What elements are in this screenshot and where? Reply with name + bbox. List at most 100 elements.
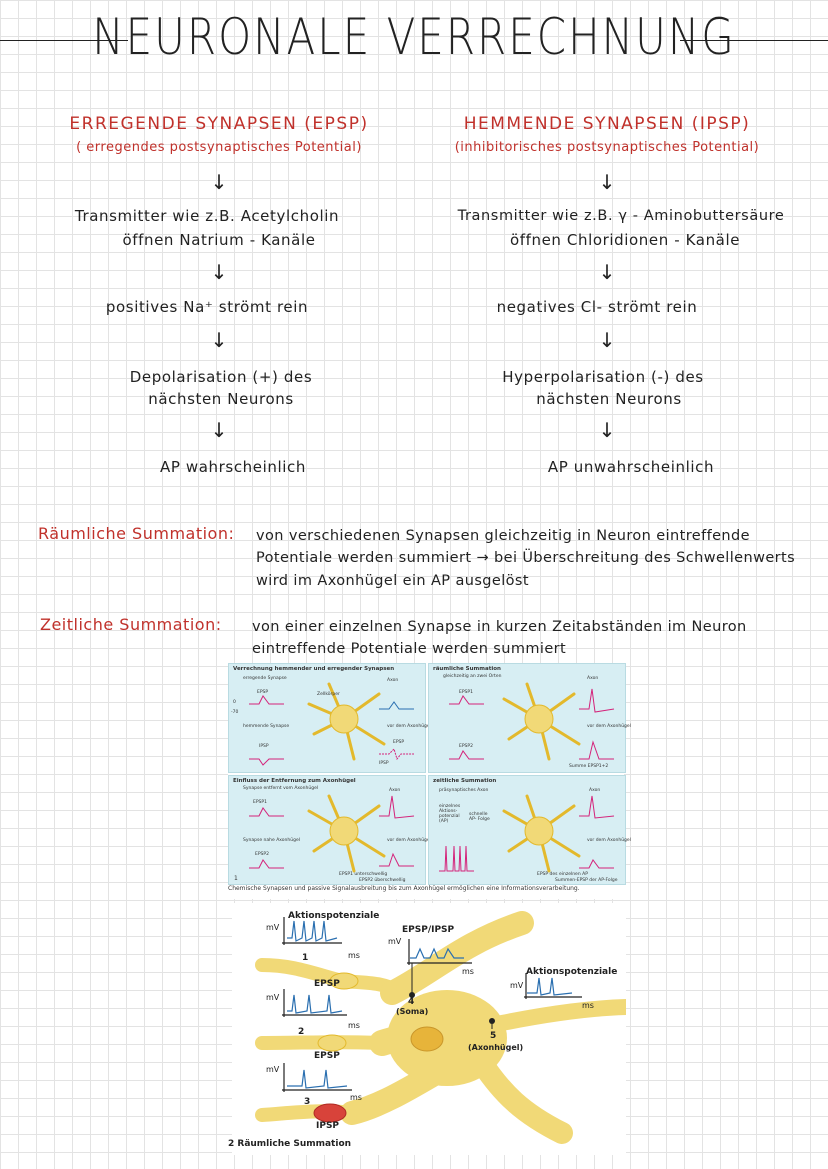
axis-tick: -70	[231, 710, 239, 715]
panel-label: EPSP1	[253, 800, 267, 805]
panel-label: Axon	[389, 788, 401, 793]
temporal-summation-line: von einer einzelnen Synapse in kurzen Ze…	[252, 619, 747, 635]
panel-title: Verrechnung hemmender und erregender Syn…	[233, 666, 395, 672]
panel-label: EPSP2	[459, 744, 473, 749]
panel-label: präsynaptisches Axon	[439, 788, 489, 793]
label-ipsp: IPSP	[316, 1121, 340, 1131]
figure-caption: Chemische Synapsen und passive Signalaus…	[228, 885, 580, 892]
panel-label: vor dem Axonhügel	[387, 724, 431, 729]
panel-label: vor dem Axonhügel	[587, 724, 631, 729]
panel-inhibitory-excitatory: Verrechnung hemmender und erregender Syn…	[228, 663, 431, 773]
epsp-step-depolarisation: Depolarisation (+) des	[129, 368, 313, 386]
axis-ms: ms	[348, 1021, 360, 1030]
label-ap-right: Aktionspotenziale	[526, 967, 618, 977]
label-axonhuegel: (Axonhügel)	[468, 1043, 524, 1052]
panel-label: EPSP1	[459, 690, 473, 695]
epsp-step-next-neuron: nächsten Neurons	[148, 390, 294, 408]
arrow-down-icon: ↓	[210, 328, 228, 352]
arrow-down-icon: ↓	[598, 170, 616, 194]
epsp-step-ion: positives Na⁺ strömt rein	[105, 298, 309, 316]
arrow-down-icon: ↓	[598, 260, 616, 284]
ipsp-step-channels: öffnen Chloridionen - Kanäle	[509, 231, 741, 249]
panel-label: schnelle AP- Folge	[469, 812, 490, 822]
panel-label: Synapse nahe Axonhügel	[243, 838, 300, 843]
marker-2: 2	[298, 1027, 305, 1037]
page-title: NEURONALE VERRECHNUNG	[92, 8, 736, 66]
arrow-down-icon: ↓	[598, 418, 616, 442]
panel-label: EPSP1 unterschwellig	[339, 872, 388, 877]
spatial-summation-line: wird im Axonhügel ein AP ausgelöst	[256, 573, 529, 589]
epsp-step-channels: öffnen Natrium - Kanäle	[122, 231, 316, 249]
panel-label: Summe EPSP1+2	[569, 764, 609, 769]
temporal-summation-line: eintreffende Potentiale werden summiert	[252, 641, 567, 657]
panel-label: erregende Synapse	[243, 676, 287, 681]
figure-spatial-summation: Aktionspotenziale EPSP/IPSP Aktionspoten…	[228, 903, 626, 1155]
axis-tick: 0	[233, 700, 236, 705]
panel-label: EPSP des einzelnen AP	[537, 872, 588, 877]
ipsp-heading: HEMMENDE SYNAPSEN (IPSP)	[463, 114, 751, 134]
arrow-down-icon: ↓	[210, 418, 228, 442]
title-rule-left	[0, 40, 128, 41]
figure-caption: 2 Räumliche Summation	[228, 1139, 352, 1149]
panel-d-drawing	[439, 794, 615, 873]
figure-number: 1	[234, 875, 238, 882]
figure-synapse-panels: Verrechnung hemmender und erregender Syn…	[228, 663, 631, 899]
axis-mv: mV	[266, 923, 280, 932]
ipsp-step-transmitter: Transmitter wie z.B. γ - Aminobuttersäur…	[457, 208, 785, 224]
panel-label: EPSP2	[255, 852, 269, 857]
panel-label: Axon	[387, 678, 399, 683]
ipsp-result: AP unwahrscheinlich	[547, 458, 715, 476]
title-rule-right	[680, 40, 828, 41]
arrow-down-icon: ↓	[210, 170, 228, 194]
panel-temporal-summation: zeitliche Summation präsynaptisches Axon…	[428, 775, 631, 885]
label-epsp: EPSP	[314, 979, 340, 989]
label-ap-top: Aktionspotenziale	[288, 911, 380, 921]
panel-label: Synapse entfernt vom Axonhügel	[243, 786, 319, 791]
panel-label: einzelnes Aktions- potenzial (AP)	[439, 804, 461, 824]
panel-label: IPSP	[379, 761, 389, 766]
panel-label: EPSP	[393, 740, 405, 745]
temporal-summation-label: Zeitliche Summation:	[40, 615, 222, 634]
panel-label: hemmende Synapse	[243, 724, 290, 729]
axis-ms: ms	[348, 951, 360, 960]
spatial-summation-label: Räumliche Summation:	[38, 524, 235, 543]
marker-1: 1	[302, 953, 309, 963]
panel-label: vor dem Axonhügel	[587, 838, 631, 843]
panel-label: gleichzeitig an zwei Orten	[443, 674, 502, 679]
spatial-summation-line: Potentiale werden summiert → bei Übersch…	[256, 550, 796, 566]
marker-5: 5	[490, 1031, 497, 1041]
panel-label: Zellkörper	[317, 692, 340, 697]
axis-ms: ms	[462, 967, 474, 976]
label-epsp: EPSP	[314, 1051, 340, 1061]
arrow-down-icon: ↓	[210, 260, 228, 284]
marker-3: 3	[304, 1097, 311, 1107]
panel-label: Axon	[589, 788, 601, 793]
panel-a-drawing	[249, 682, 414, 766]
label-soma: (Soma)	[396, 1007, 429, 1016]
panel-title: räumliche Summation	[433, 666, 501, 672]
epsp-step-transmitter: Transmitter wie z.B. Acetylcholin	[74, 207, 340, 225]
panel-label: Summen-EPSP der AP-Folge	[555, 878, 618, 883]
axis-ms: ms	[582, 1001, 594, 1010]
ipsp-step-hyperpolarisation: Hyperpolarisation (-) des	[502, 368, 704, 386]
ipsp-step-next-neuron: nächsten Neurons	[536, 390, 682, 408]
axis-mv: mV	[266, 1065, 280, 1074]
axis-ms: ms	[350, 1093, 362, 1102]
panel-b-drawing	[449, 682, 615, 761]
panel-spatial-summation: räumliche Summation gleichzeitig an zwei…	[428, 663, 631, 773]
epsp-result: AP wahrscheinlich	[160, 458, 306, 476]
spatial-summation-line: von verschiedenen Synapsen gleichzeitig …	[256, 528, 750, 544]
panel-distance-axon-hillock: Einfluss der Entfernung zum Axonhügel Sy…	[228, 775, 431, 885]
neuron-drawing	[255, 911, 626, 1144]
axis-mv: mV	[266, 993, 280, 1002]
panel-label: IPSP	[259, 744, 269, 749]
panel-title: zeitliche Summation	[433, 778, 497, 784]
epsp-heading: ERREGENDE SYNAPSEN (EPSP)	[69, 114, 369, 134]
axis-mv: mV	[510, 981, 524, 990]
panel-title: Einfluss der Entfernung zum Axonhügel	[233, 778, 356, 784]
marker-4: 4	[408, 997, 415, 1007]
ipsp-step-ion: negatives Cl- strömt rein	[496, 298, 698, 316]
panel-c-drawing	[249, 794, 415, 873]
panel-label: EPSP	[257, 690, 269, 695]
ipsp-subheading: (inhibitorisches postsynaptisches Potent…	[454, 140, 760, 155]
